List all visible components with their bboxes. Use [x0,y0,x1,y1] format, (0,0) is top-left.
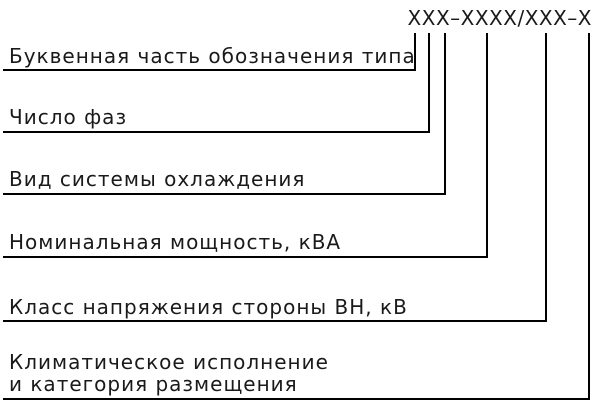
connector-underline-rated-power [3,256,488,258]
connector-underline-cooling-system [3,193,446,195]
connector-drop-phase-count [428,33,430,133]
connector-underline-climatic-category [3,398,590,400]
label-climatic-category-line1: Климатическое исполнение [9,350,329,374]
label-phase-count: Число фаз [9,105,128,129]
connector-drop-climatic-category [588,33,590,400]
connector-drop-hv-voltage-class [545,33,547,322]
label-letter-part: Буквенная часть обозначения типа [9,44,416,68]
designation-code: XXX–XXXX/XXX–X [407,6,592,30]
connector-drop-letter-part [414,33,416,71]
label-hv-voltage-class: Класс напряжения стороны ВН, кВ [9,295,408,319]
label-cooling-system: Вид системы охлаждения [9,167,306,191]
label-climatic-category: Климатическое исполнение и категория раз… [9,351,329,395]
label-climatic-category-line2: и категория размещения [9,372,298,396]
connector-drop-cooling-system [444,33,446,195]
connector-drop-rated-power [486,33,488,258]
connector-underline-letter-part [3,69,416,71]
label-rated-power: Номинальная мощность, кВА [9,230,342,254]
connector-underline-hv-voltage-class [3,320,547,322]
connector-underline-phase-count [3,131,430,133]
